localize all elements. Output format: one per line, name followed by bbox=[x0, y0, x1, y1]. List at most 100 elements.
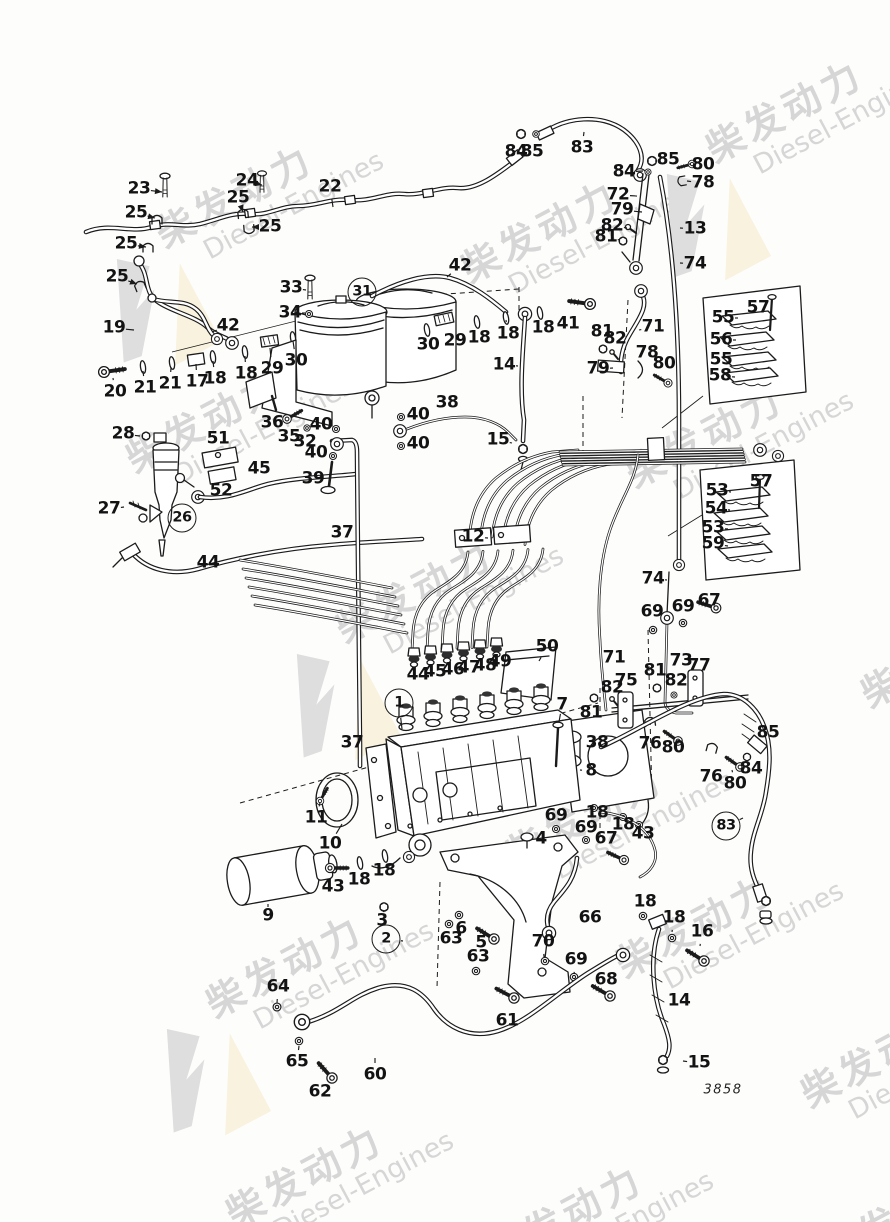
part-callout-22: 22 bbox=[318, 176, 342, 197]
return-hose-83 bbox=[515, 119, 699, 187]
part-callout-67: 67 bbox=[697, 590, 721, 611]
part-callout-80: 80 bbox=[661, 737, 685, 758]
part-callout-33: 33 bbox=[279, 277, 303, 298]
part-callout-43: 43 bbox=[631, 823, 655, 844]
part-callout-56: 56 bbox=[709, 329, 733, 350]
part-callout-53: 53 bbox=[705, 480, 729, 501]
part-callout-26-circled: 26 bbox=[167, 503, 197, 533]
part-callout-83-circled: 83 bbox=[711, 811, 741, 841]
pipe-clamp-12 bbox=[453, 524, 532, 548]
part-callout-80: 80 bbox=[723, 773, 747, 794]
part-callout-25: 25 bbox=[124, 202, 148, 223]
part-callout-71: 71 bbox=[602, 647, 626, 668]
part-callout-74: 74 bbox=[683, 253, 707, 274]
part-callout-41: 41 bbox=[556, 313, 580, 334]
part-callout-20: 20 bbox=[103, 381, 127, 402]
part-callout-70: 70 bbox=[531, 931, 555, 952]
part-callout-83: 83 bbox=[570, 137, 594, 158]
part-callout-77: 77 bbox=[687, 655, 711, 676]
control-lever-bracket-72-13-74 bbox=[618, 173, 686, 572]
part-callout-3: 3 bbox=[376, 910, 388, 931]
part-callout-21: 21 bbox=[158, 373, 182, 394]
part-callout-31-circled: 31 bbox=[347, 277, 377, 307]
part-callout-44: 44 bbox=[406, 664, 430, 685]
part-callout-19: 19 bbox=[102, 317, 126, 338]
part-callout-69: 69 bbox=[544, 805, 568, 826]
part-callout-76: 76 bbox=[699, 766, 723, 787]
part-callout-17: 17 bbox=[185, 371, 209, 392]
part-callout-18: 18 bbox=[585, 802, 609, 823]
injection-pump bbox=[313, 682, 655, 869]
part-callout-18: 18 bbox=[662, 907, 686, 928]
filter-bracket bbox=[261, 339, 333, 427]
part-callout-67: 67 bbox=[594, 828, 618, 849]
overflow-pipe-71-upper bbox=[596, 284, 676, 391]
part-callout-80: 80 bbox=[652, 353, 676, 374]
part-callout-61: 61 bbox=[495, 1010, 519, 1031]
part-callout-75: 75 bbox=[614, 670, 638, 691]
part-callout-24: 24 bbox=[235, 170, 259, 191]
part-callout-81: 81 bbox=[590, 321, 614, 342]
clamp-kit-box-lower bbox=[699, 459, 801, 581]
part-callout-27: 27 bbox=[97, 498, 121, 519]
part-callout-66: 66 bbox=[578, 907, 602, 928]
part-callout-85: 85 bbox=[756, 722, 780, 743]
part-callout-69: 69 bbox=[640, 601, 664, 622]
leak-off-pipe-22 bbox=[86, 149, 524, 293]
part-callout-59: 59 bbox=[701, 533, 725, 554]
part-callout-62: 62 bbox=[308, 1081, 332, 1102]
part-callout-55: 55 bbox=[709, 349, 733, 370]
part-callout-18: 18 bbox=[531, 317, 555, 338]
part-callout-81: 81 bbox=[643, 660, 667, 681]
part-callout-7: 7 bbox=[556, 694, 568, 715]
part-callout-81: 81 bbox=[579, 702, 603, 723]
part-callout-79: 79 bbox=[610, 199, 634, 220]
part-callout-18: 18 bbox=[496, 323, 520, 344]
part-callout-85: 85 bbox=[656, 149, 680, 170]
part-callout-18: 18 bbox=[633, 891, 657, 912]
part-callout-82: 82 bbox=[600, 677, 624, 698]
part-callout-29: 29 bbox=[260, 358, 284, 379]
part-callout-14: 14 bbox=[492, 354, 516, 375]
part-callout-2-circled: 2 bbox=[371, 924, 401, 954]
fuel-pipes-19-42 bbox=[133, 255, 239, 350]
part-callout-42: 42 bbox=[448, 255, 472, 276]
part-callout-16: 16 bbox=[690, 921, 714, 942]
part-callout-25: 25 bbox=[105, 266, 129, 287]
part-callout-84: 84 bbox=[504, 141, 528, 162]
part-callout-38: 38 bbox=[585, 732, 609, 753]
part-callout-5: 5 bbox=[475, 932, 487, 953]
part-callout-69: 69 bbox=[574, 817, 598, 838]
part-callout-30: 30 bbox=[284, 350, 308, 371]
part-callout-46: 46 bbox=[441, 659, 465, 680]
part-callout-13: 13 bbox=[683, 218, 707, 239]
part-callout-63: 63 bbox=[439, 928, 463, 949]
injector-clamp-52 bbox=[207, 466, 237, 485]
pump-fasteners bbox=[323, 693, 657, 912]
part-callout-74: 74 bbox=[641, 568, 665, 589]
part-callout-57: 57 bbox=[746, 297, 770, 318]
part-callout-78: 78 bbox=[691, 172, 715, 193]
part-callout-28: 28 bbox=[111, 423, 135, 444]
part-callout-64: 64 bbox=[266, 976, 290, 997]
part-callout-23: 23 bbox=[127, 178, 151, 199]
part-callout-48: 48 bbox=[473, 655, 497, 676]
part-callout-44: 44 bbox=[196, 552, 220, 573]
part-callout-34: 34 bbox=[278, 302, 302, 323]
part-callout-68: 68 bbox=[594, 969, 618, 990]
part-callout-36: 36 bbox=[260, 412, 284, 433]
part-callout-72: 72 bbox=[606, 184, 630, 205]
part-callout-8: 8 bbox=[585, 760, 597, 781]
watermark-logo-icon bbox=[666, 174, 705, 278]
watermark-logo-icon bbox=[296, 654, 335, 758]
part-callout-52: 52 bbox=[209, 480, 233, 501]
part-callout-39: 39 bbox=[301, 468, 325, 489]
part-callout-29: 29 bbox=[443, 330, 467, 351]
part-callout-9: 9 bbox=[262, 905, 274, 926]
leak-pipes bbox=[112, 412, 518, 766]
